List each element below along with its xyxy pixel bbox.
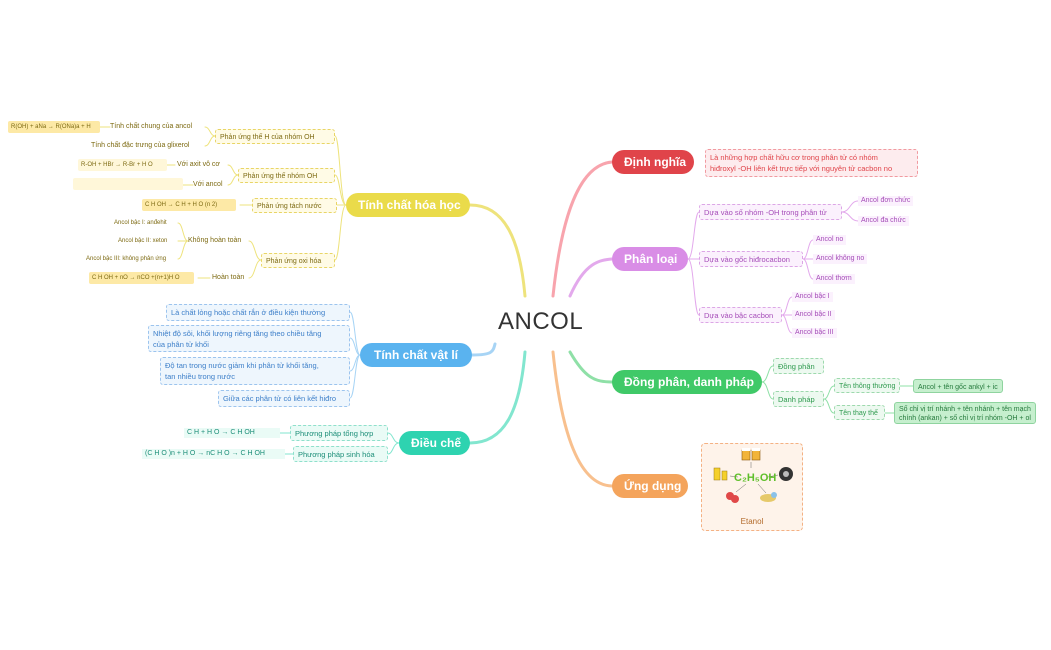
topic-tinh-chat-hoa-hoc[interactable]: Tính chất hóa học	[346, 193, 470, 217]
branch-tinh-chat-vat-li	[470, 342, 497, 357]
tire-icon	[779, 467, 793, 481]
subtopic-phan-ung-the-oh[interactable]: Phản ứng thế nhóm OH	[238, 168, 335, 183]
subtopic-ten-thay-the[interactable]: Tên thay thế	[834, 405, 885, 420]
vat-li-nhiet-do-line-2: của phân tử khối	[153, 340, 209, 349]
leaf-ancol-bac-ii[interactable]: Ancol bậc II	[792, 310, 835, 320]
subtopic-ten-thong-thuong[interactable]: Tên thông thường	[834, 378, 900, 393]
subtopic-bac-cacbon[interactable]: Dựa vào bậc cacbon	[699, 307, 782, 323]
equation-tong-hop[interactable]: C H + H O → C H OH	[184, 428, 280, 438]
definition-text-box[interactable]: Là những hợp chất hữu cơ trong phân tử c…	[705, 149, 918, 177]
branch-ung-dung	[551, 350, 614, 488]
vat-li-nhiet-do-line-1: Nhiệt độ sôi, khối lượng riêng tăng theo…	[153, 329, 322, 338]
leaf-ancol-bac-i[interactable]: Ancol bậc I	[792, 292, 833, 302]
definition-line-1: Là những hợp chất hữu cơ trong phân tử c…	[710, 153, 878, 162]
topic-ung-dung[interactable]: Ứng dụng	[612, 474, 688, 498]
leaf-bac-i-andehit[interactable]: Ancol bậc I: anđehit	[114, 220, 167, 226]
leaf-ancol-bac-iii[interactable]: Ancol bậc III	[792, 328, 837, 338]
leaf-tinh-chat-chung[interactable]: Tính chất chung của ancol	[110, 123, 193, 130]
vat-li-do-tan-line-1: Độ tan trong nước giảm khi phân tử khối …	[165, 361, 319, 370]
topic-phan-loai[interactable]: Phân loại	[612, 247, 688, 271]
equation-voi-axit[interactable]: R-OH + HBr → R-Br + H O	[78, 159, 167, 171]
etanol-image-card[interactable]: C₂H₅OH Etanol	[701, 443, 803, 531]
leaf-ancol-da-chuc[interactable]: Ancol đa chức	[858, 216, 909, 226]
topic-tinh-chat-vat-li[interactable]: Tính chất vật lí	[360, 343, 472, 367]
subtopic-so-nhom-oh[interactable]: Dựa vào số nhóm -OH trong phân tử	[699, 204, 842, 220]
leaf-vat-li-do-tan[interactable]: Độ tan trong nước giảm khi phân tử khối …	[160, 357, 350, 385]
etanol-illustration	[713, 448, 793, 503]
leaf-ten-thay-the-rule[interactable]: Số chỉ vị trí nhánh + tên nhánh + tên mạ…	[894, 402, 1036, 424]
equation-tach-nuoc[interactable]: C H OH → C H + H O (n 2)	[142, 199, 236, 211]
equation-voi-ancol[interactable]	[73, 178, 183, 190]
leaf-vat-li-trang-thai[interactable]: Là chất lỏng hoặc chất rắn ở điều kiện t…	[166, 304, 350, 321]
fruit-icon	[726, 492, 739, 503]
vat-li-do-tan-line-2: tan nhiều trong nước	[165, 372, 235, 381]
ten-thay-the-line-1: Số chỉ vị trí nhánh + tên nhánh + tên mạ…	[899, 406, 1031, 413]
central-topic[interactable]: ANCOL	[498, 308, 584, 335]
ten-thay-the-line-2: chính (ankan) + số chỉ vị trí nhóm -OH +…	[899, 415, 1031, 422]
topic-dong-phan-danh-phap[interactable]: Đồng phân, danh pháp	[612, 370, 762, 394]
cosmetics-icon	[760, 492, 777, 502]
bottle-icon	[713, 467, 728, 481]
branch-dinh-nghia	[551, 160, 614, 298]
branch-dong-phan	[568, 350, 614, 384]
etanol-formula: C₂H₅OH	[734, 472, 777, 484]
subtopic-dong-phan[interactable]: Đồng phân	[773, 358, 824, 374]
leaf-ancol-don-chuc[interactable]: Ancol đơn chức	[858, 196, 914, 206]
leaf-voi-ancol[interactable]: Với ancol	[193, 181, 223, 188]
definition-line-2: hiđroxyl -OH liên kết trực tiếp với nguy…	[710, 164, 893, 173]
leaf-khong-hoan-toan[interactable]: Không hoàn toàn	[188, 237, 242, 244]
equation-sinh-hoa[interactable]: (C H O )n + H O → nC H O → C H OH	[142, 449, 285, 459]
equation-hoan-toan[interactable]: C H OH + nO → nCO +(n+1)H O	[89, 272, 194, 284]
leaf-bac-ii-xeton[interactable]: Ancol bậc II: xeton	[118, 238, 168, 244]
topic-dieu-che[interactable]: Điều chế	[399, 431, 470, 455]
equation-tinh-chat-chung[interactable]: R(OH) + aNa → R(ONa)a + H	[8, 121, 100, 133]
leaf-hoan-toan[interactable]: Hoàn toàn	[212, 274, 245, 281]
etanol-caption: Etanol	[740, 517, 764, 526]
leaf-ancol-khong-no[interactable]: Ancol không no	[813, 254, 868, 264]
branch-tinh-chat-hoa-hoc	[468, 203, 527, 298]
subtopic-phan-ung-oxi-hoa[interactable]: Phản ứng oxi hóa	[261, 253, 335, 268]
subtopic-danh-phap[interactable]: Danh pháp	[773, 391, 824, 407]
leaf-vat-li-nhiet-do-soi[interactable]: Nhiệt độ sôi, khối lượng riêng tăng theo…	[148, 325, 350, 352]
subtopic-phuong-phap-sinh-hoa[interactable]: Phương pháp sinh hóa	[293, 446, 388, 462]
subtopic-phan-ung-tach-nuoc[interactable]: Phản ứng tách nước	[252, 198, 337, 213]
subtopic-goc-hidrocacbon[interactable]: Dựa vào gốc hiđrocacbon	[699, 251, 803, 267]
beer-mugs-icon	[741, 448, 761, 461]
branch-dieu-che	[468, 350, 527, 445]
leaf-voi-axit[interactable]: Với axit vô cơ	[177, 161, 221, 168]
subtopic-phuong-phap-tong-hop[interactable]: Phương pháp tổng hợp	[290, 425, 388, 441]
topic-dinh-nghia[interactable]: Định nghĩa	[612, 150, 694, 174]
leaf-bac-iii-khong-phan-ung[interactable]: Ancol bậc III: không phản ứng	[86, 256, 167, 262]
leaf-ten-thong-thuong-rule[interactable]: Ancol + tên gốc ankyl + ic	[913, 379, 1003, 393]
branch-phan-loai	[568, 257, 614, 298]
leaf-ancol-no[interactable]: Ancol no	[813, 235, 847, 245]
leaf-ancol-thom[interactable]: Ancol thơm	[813, 274, 855, 284]
subtopic-phan-ung-the-h[interactable]: Phản ứng thế H của nhóm OH	[215, 129, 335, 144]
leaf-tinh-chat-dac-trung[interactable]: Tính chất đặc trưng của glixerol	[91, 142, 190, 149]
leaf-vat-li-lien-ket-hidro[interactable]: Giữa các phân tử có liên kết hiđro	[218, 390, 350, 407]
